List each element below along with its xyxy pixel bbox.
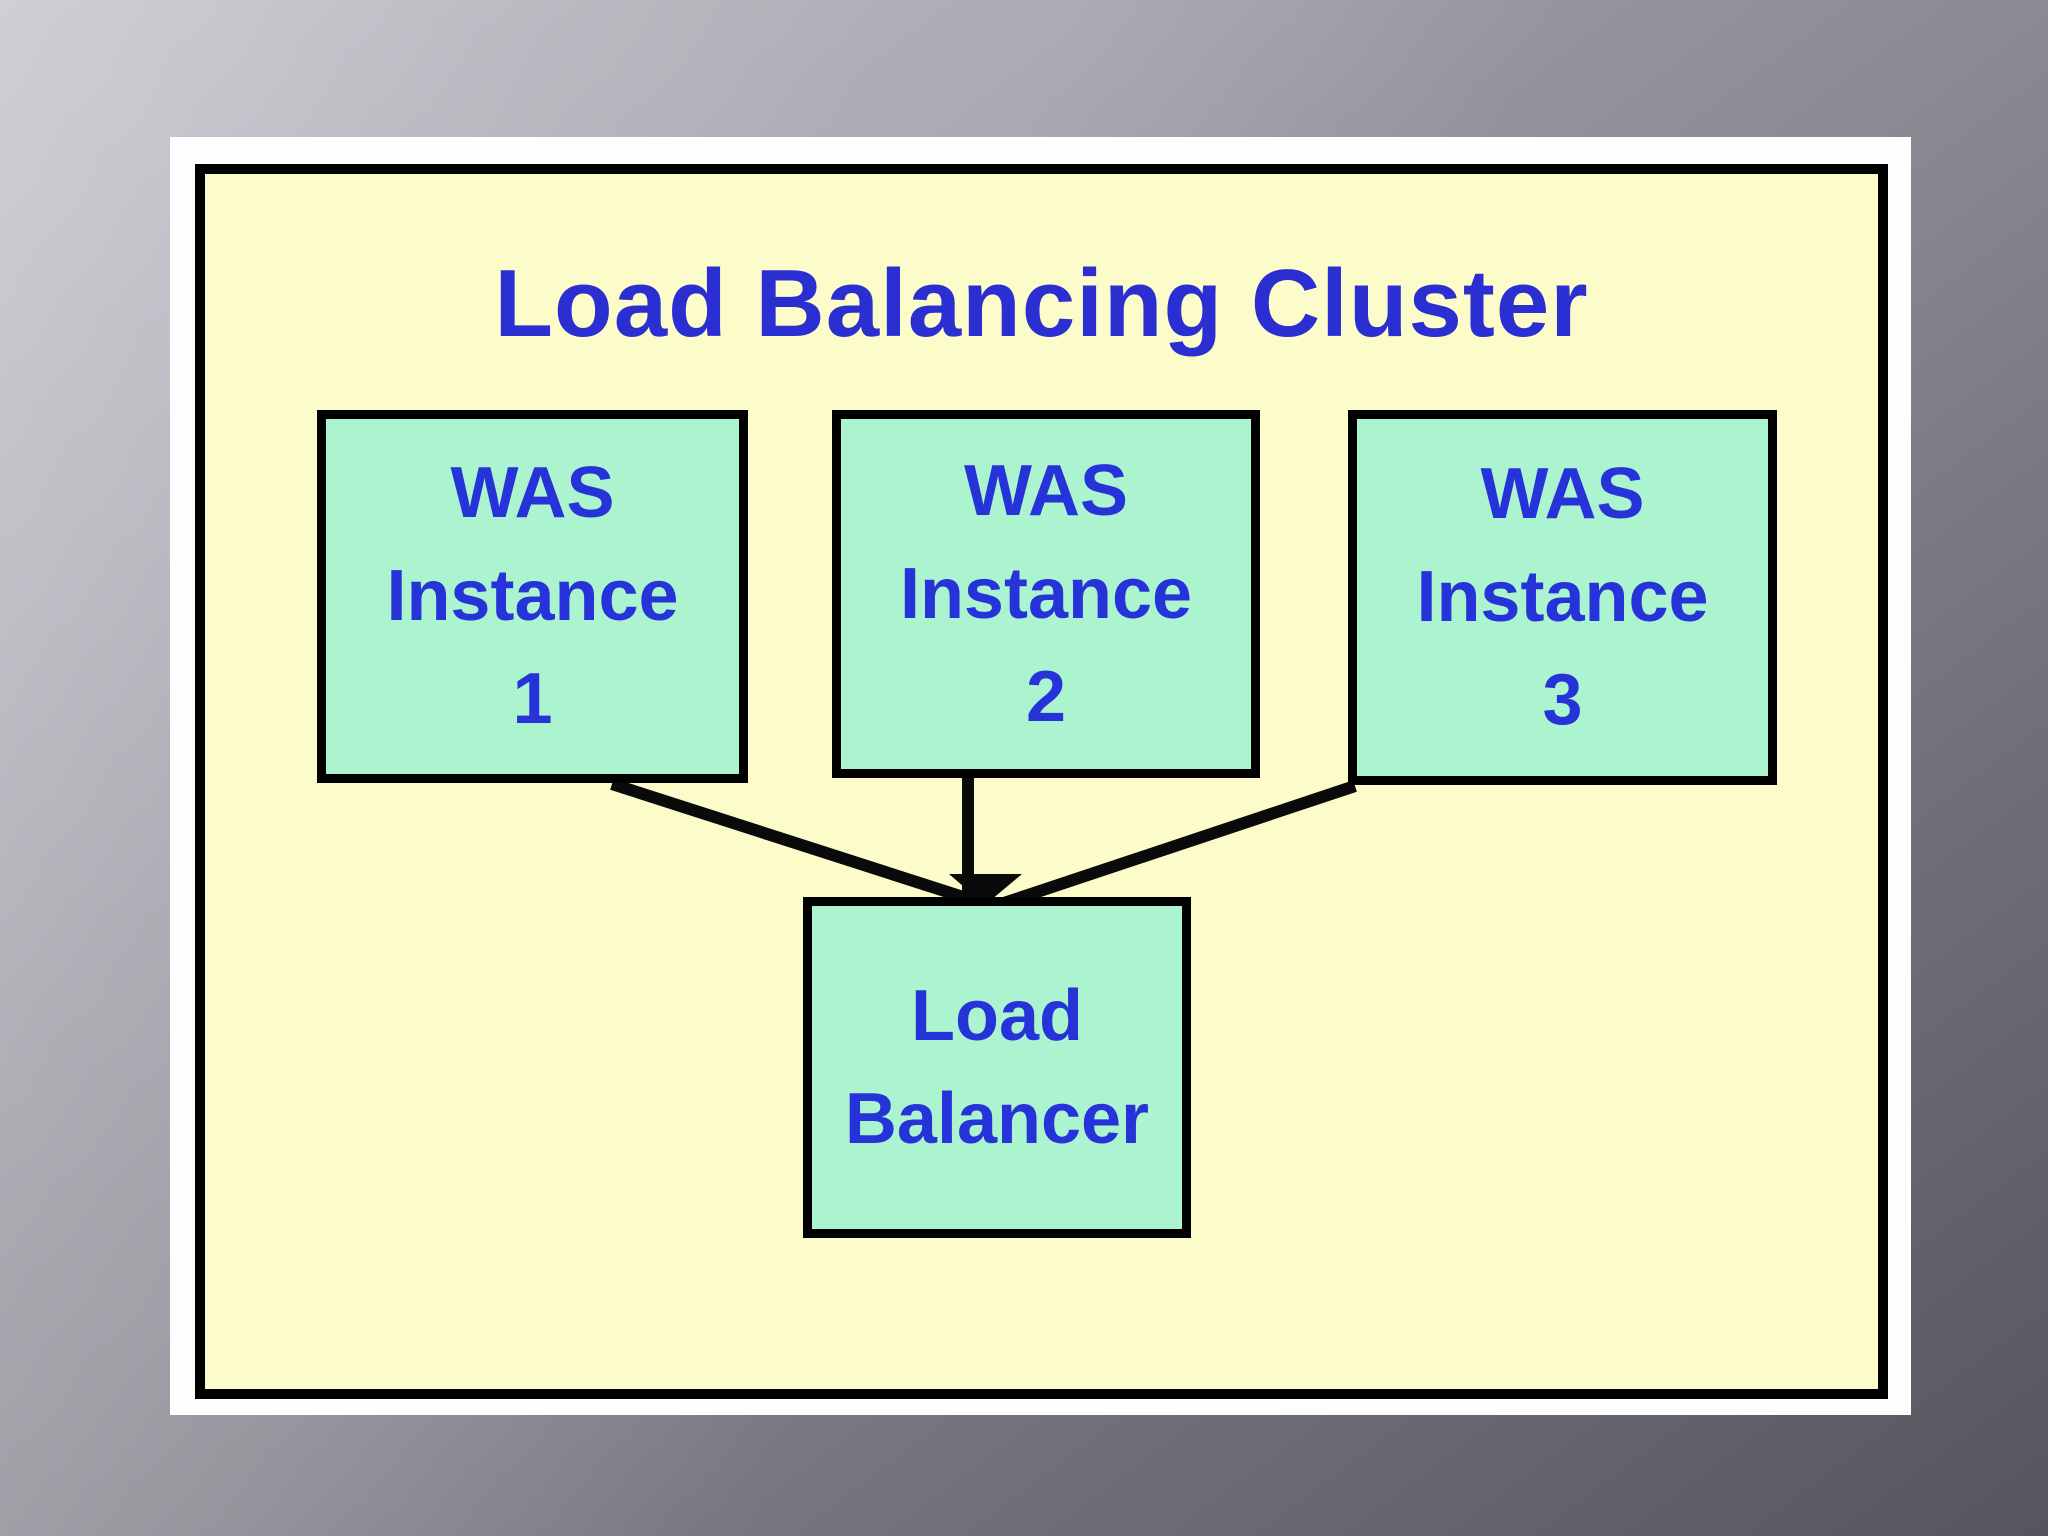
- node-label-line: Instance: [386, 556, 679, 636]
- node-was-instance-1: WAS Instance 1: [317, 410, 748, 783]
- node-label-line: Instance: [899, 553, 1193, 634]
- node-label-line: Balancer: [844, 1078, 1150, 1159]
- node-label-line: Load: [911, 975, 1083, 1056]
- node-label-line: 2: [1025, 656, 1067, 737]
- diagram-title: Load Balancing Cluster: [494, 250, 1589, 357]
- arrowhead-icon: [949, 874, 1022, 905]
- connector-lines: [610, 777, 1357, 911]
- slide-frame: Load Balancing Cluster WAS Instance 1 WA…: [170, 137, 1911, 1415]
- node-label-line: WAS: [450, 453, 615, 533]
- node-label-line: 3: [1542, 660, 1583, 740]
- node-load-balancer: Load Balancer: [803, 897, 1191, 1238]
- connector-was3-lb: [996, 780, 1357, 911]
- node-was-instance-3: WAS Instance 3: [1348, 410, 1777, 785]
- node-label-line: WAS: [963, 450, 1128, 531]
- node-label-line: 1: [512, 659, 553, 739]
- node-label-line: Instance: [1416, 557, 1709, 637]
- connector-was1-lb: [610, 778, 990, 911]
- node-label-line: WAS: [1480, 454, 1645, 534]
- node-was-instance-2: WAS Instance 2: [832, 410, 1260, 778]
